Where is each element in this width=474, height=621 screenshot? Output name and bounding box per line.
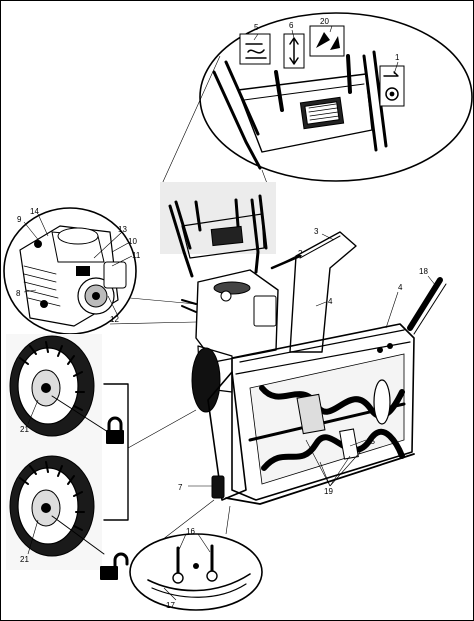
- callout-20: 20: [320, 17, 329, 26]
- callout-4b: 4: [398, 283, 403, 292]
- callout-10: 10: [128, 237, 137, 246]
- callout-16: 16: [186, 527, 195, 536]
- callout-12: 12: [110, 315, 119, 324]
- callout-15: 15: [366, 437, 375, 446]
- callout-21a: 21: [20, 425, 29, 434]
- locked-padlock-icon: [106, 416, 124, 444]
- callout-13: 13: [118, 225, 127, 234]
- callout-2: 2: [298, 249, 303, 258]
- callout-14: 14: [30, 207, 39, 216]
- callout-21b: 21: [20, 555, 29, 564]
- callout-18: 18: [419, 267, 428, 276]
- choke-lever-icon: [239, 33, 271, 65]
- callout-11: 11: [132, 251, 141, 260]
- callout-leaders: [23, 25, 437, 601]
- callout-1: 1: [395, 53, 400, 62]
- callout-3: 3: [314, 227, 319, 236]
- callout-7: 7: [178, 483, 183, 492]
- engine-detail: [3, 207, 197, 335]
- snowblower-machine: [160, 182, 447, 505]
- callout-labels: 1 2 3 4 4 5 6 7 8 9 10 11 12 13 14 15 16…: [16, 17, 428, 610]
- callout-9: 9: [17, 215, 22, 224]
- callout-5: 5: [254, 23, 259, 32]
- callout-19: 19: [324, 487, 333, 496]
- unlocked-padlock-icon: [100, 552, 129, 580]
- callout-17: 17: [166, 601, 175, 610]
- callout-8: 8: [16, 289, 21, 298]
- shear-pin-detail: [129, 499, 263, 611]
- control-panel-detail: [161, 12, 473, 187]
- tire-lock-detail: [6, 334, 197, 580]
- callout-6: 6: [289, 21, 294, 30]
- callout-4a: 4: [328, 297, 333, 306]
